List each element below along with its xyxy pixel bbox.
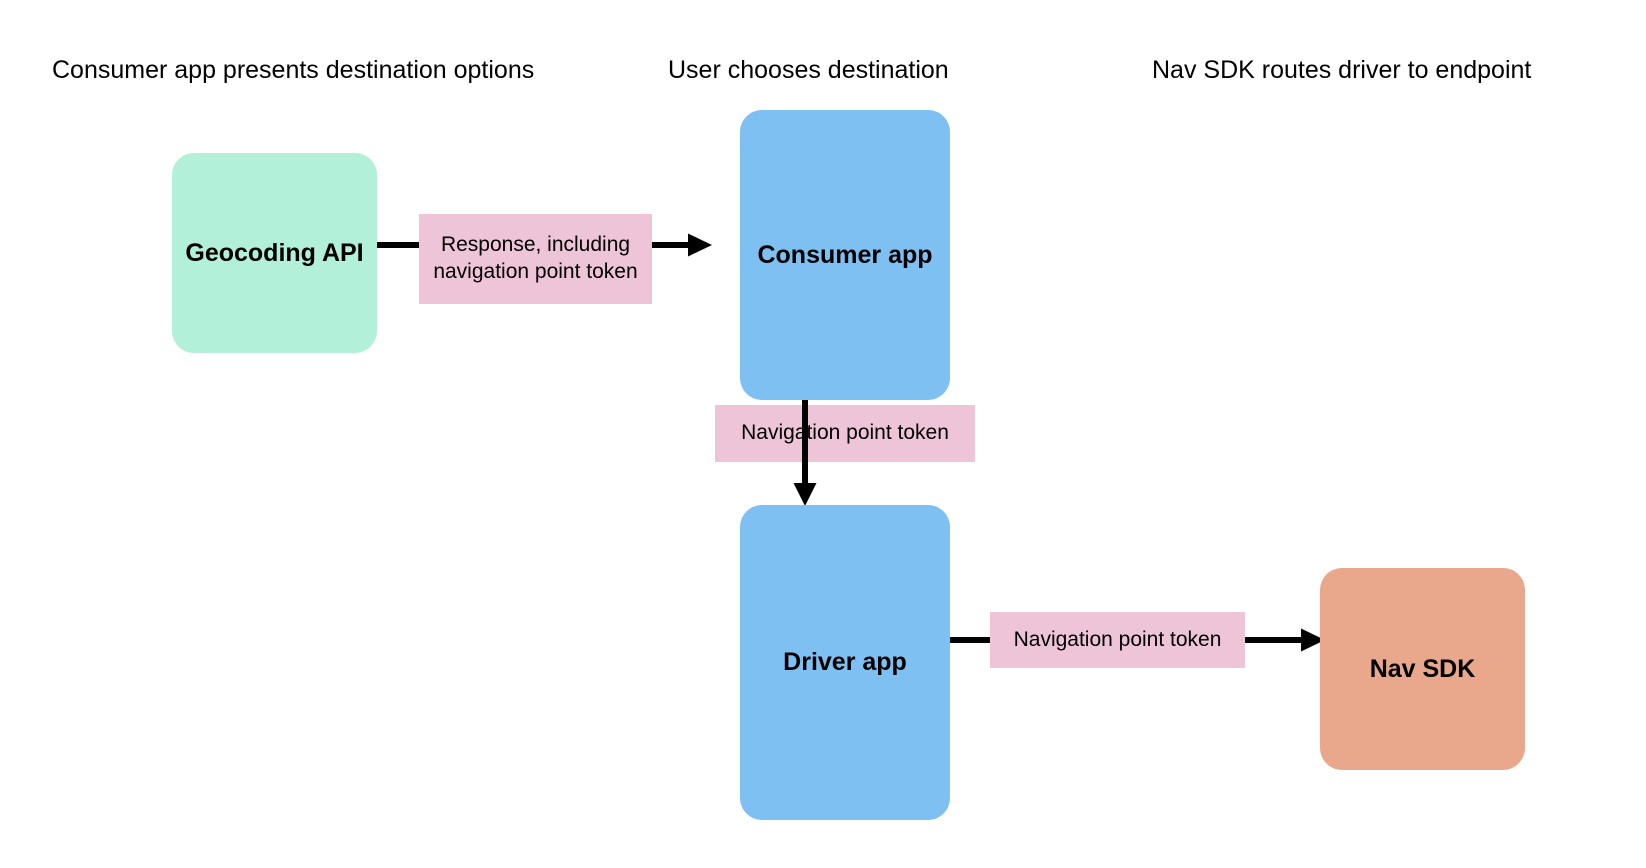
- edge-label-navigation-point-token-vertical: Navigation point token: [715, 405, 975, 462]
- node-geocoding-api-label: Geocoding API: [185, 238, 364, 267]
- node-nav-sdk-label: Nav SDK: [1369, 654, 1476, 683]
- edge-label-navigation-point-token-horizontal-text: Navigation point token: [1013, 627, 1222, 651]
- node-driver-app-label: Driver app: [783, 648, 907, 676]
- edge-label-navigation-point-token-vertical-text: Navigation point token: [741, 421, 949, 445]
- node-consumer-app[interactable]: Consumer app: [740, 110, 950, 400]
- node-nav-sdk[interactable]: Nav SDK: [1320, 568, 1525, 770]
- edge-label-response-text: Response, including navigation point tok…: [433, 233, 638, 283]
- column-header-nav-sdk: Nav SDK routes driver to endpoint: [1152, 56, 1532, 84]
- edge-label-navigation-point-token-horizontal: Navigation point token: [990, 612, 1245, 668]
- column-header-user: User chooses destination: [668, 56, 949, 84]
- node-consumer-app-label: Consumer app: [757, 240, 933, 269]
- connector-consumer-to-driver-overlay: [790, 405, 820, 462]
- edge-label-response-including-navigation-point-token: Response, including navigation point tok…: [419, 214, 652, 304]
- node-driver-app[interactable]: Driver app: [740, 505, 950, 820]
- node-geocoding-api[interactable]: Geocoding API: [172, 153, 377, 353]
- column-header-consumer: Consumer app presents destination option…: [52, 56, 535, 84]
